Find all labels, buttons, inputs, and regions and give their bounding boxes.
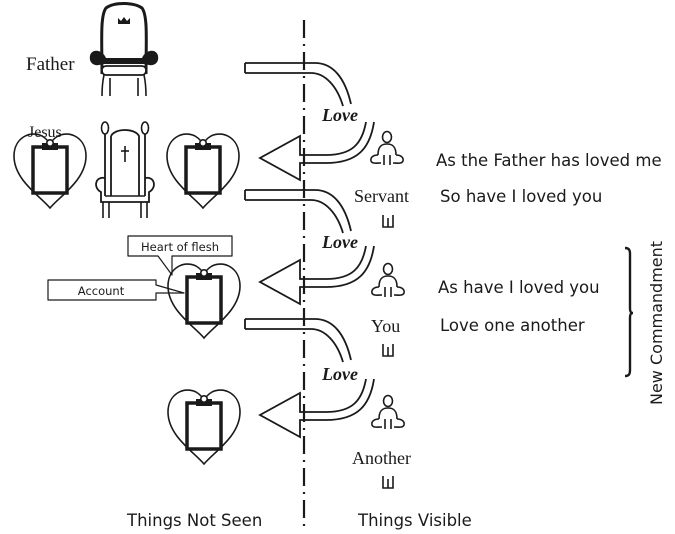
sha-icon [382, 214, 394, 228]
person-icon [371, 394, 405, 430]
sha-icon [382, 475, 394, 489]
callout-heart-label: Heart of flesh [141, 240, 219, 254]
label-you: You [371, 316, 400, 336]
throne-cross-icon [95, 121, 155, 218]
throne-crown-icon [89, 2, 159, 97]
label-things-not-seen: Things Not Seen [126, 511, 262, 530]
heart-clipboard-icon [12, 132, 88, 210]
curved-arrow-icon [259, 245, 375, 305]
label-love-2: Love [321, 232, 358, 252]
curved-arrow-icon [244, 189, 352, 234]
callout-heart-of-flesh: Heart of flesh [127, 235, 233, 276]
label-servant: Servant [354, 186, 409, 206]
label-love-3: Love [321, 364, 358, 384]
curved-arrow-icon [259, 378, 375, 438]
sha-icon [382, 343, 394, 357]
quote-4: Love one another [440, 316, 585, 335]
heart-clipboard-icon [166, 262, 242, 340]
label-jesus: Jesus [28, 124, 62, 141]
curved-arrow-icon [259, 121, 375, 181]
curved-arrow-icon [244, 62, 352, 107]
heart-clipboard-icon [165, 132, 241, 210]
curved-arrow-icon [244, 318, 352, 363]
heart-clipboard-icon [166, 388, 242, 466]
person-icon [371, 262, 405, 298]
label-father: Father [26, 54, 75, 75]
new-commandment-bracket [624, 246, 634, 378]
quote-1: As the Father has loved me [436, 151, 662, 170]
callout-account-label: Account [78, 284, 125, 298]
label-another: Another [352, 448, 411, 468]
callout-account: Account [47, 279, 185, 301]
quote-3: As have I loved you [438, 278, 600, 297]
label-things-visible: Things Visible [357, 511, 472, 530]
label-new-commandment: New Commandment [647, 241, 666, 405]
quote-2: So have I loved you [440, 187, 602, 206]
person-icon [370, 130, 404, 166]
label-love-1: Love [321, 105, 358, 125]
